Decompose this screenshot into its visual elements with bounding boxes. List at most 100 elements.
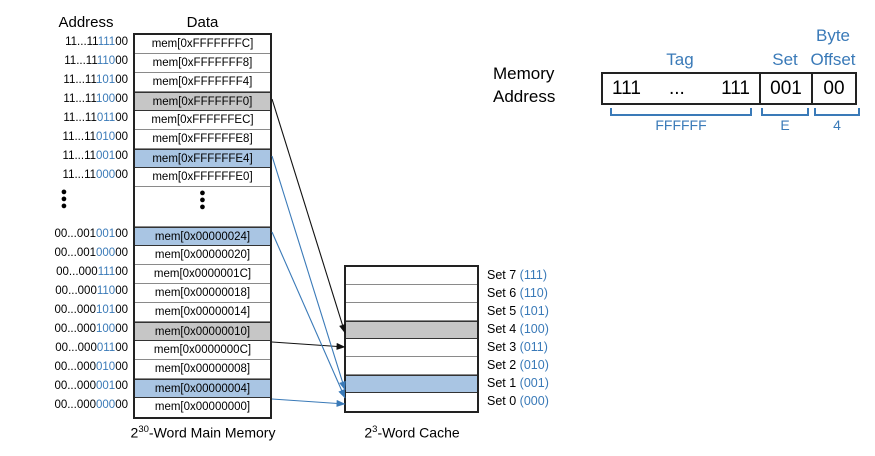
address-offset-bits: 00	[115, 150, 128, 162]
memory-row: mem[0xFFFFFFF8]	[135, 54, 270, 73]
cache-set-row	[346, 285, 477, 303]
set-field: 001	[761, 74, 813, 103]
address-set-bits: 010	[96, 131, 116, 143]
tag-bits-dots: ...	[669, 78, 685, 99]
cache-table	[344, 265, 479, 413]
address-tag-bits: 00...000	[54, 399, 97, 411]
address-offset-bits: 00	[115, 112, 128, 124]
memory-row: mem[0x00000000]	[135, 398, 270, 417]
address-tag-bits: 00...000	[56, 266, 98, 278]
address-set-bits: 100	[96, 323, 116, 335]
memory-row: mem[0xFFFFFFF4]	[135, 73, 270, 92]
memory-row: mem[0xFFFFFFFC]	[135, 35, 270, 54]
cache-caption: 23-Word Cache	[336, 424, 488, 441]
cache-caption-rest: -Word Cache	[377, 424, 460, 441]
memory-row: mem[0x00000024]	[135, 227, 270, 246]
memory-row: mem[0xFFFFFFE8]	[135, 130, 270, 149]
address-set-bits: 011	[96, 112, 116, 124]
memory-address-label-line1: Memory	[493, 64, 555, 83]
address-set-bits: 100	[96, 93, 116, 105]
memory-row: mem[0xFFFFFFE4]	[135, 149, 270, 168]
cache-set-name: Set 7	[487, 268, 520, 282]
address-label: 00...00000000	[0, 396, 128, 415]
address-offset-bits: 00	[115, 304, 128, 316]
address-label: 11...1111000	[0, 52, 128, 71]
address-label: 11...1100000	[0, 166, 128, 185]
brace-tag-high-label: FFFFFF	[655, 117, 707, 133]
cache-set-label: Set 7 (111)	[487, 267, 547, 285]
brace-tag-low-label: E	[780, 117, 790, 133]
cache-set-label: Set 5 (101)	[487, 303, 549, 321]
cache-set-bits: (000)	[519, 394, 549, 408]
cache-set-name: Set 1	[487, 376, 520, 390]
memory-row: mem[0x00000020]	[135, 246, 270, 265]
address-offset-bits: 00	[115, 169, 128, 181]
address-offset-bits: 00	[115, 323, 128, 335]
address-set-bits: 111	[97, 36, 116, 48]
address-tag-bits: 00...000	[54, 361, 97, 373]
address-label: 00...00001100	[0, 339, 128, 358]
cache-set-row	[346, 339, 477, 357]
address-label: 11...1111100	[0, 33, 128, 52]
address-offset-bits: 00	[115, 266, 128, 278]
arrow-mem00000024-to-set1	[271, 231, 346, 399]
cache-set-name: Set 4	[487, 322, 520, 336]
brace-set-offset	[814, 108, 860, 116]
cache-set-row	[346, 321, 477, 339]
memory-row: mem[0xFFFFFFF0]	[135, 92, 270, 111]
address-label: 11...1110000	[0, 90, 128, 109]
data-column-header: Data	[186, 14, 219, 31]
address-label: 00...00100100	[0, 225, 128, 244]
cache-set-bits: (001)	[519, 376, 549, 390]
cache-caption-exponent: 3	[372, 424, 378, 435]
address-set-bits: 110	[96, 55, 116, 67]
brace-tag-high	[610, 108, 752, 116]
tag-field-name: Tag	[666, 50, 694, 69]
brace-tag-low	[761, 108, 809, 116]
address-offset-bits: 00	[115, 228, 128, 240]
address-tag-bits: 00...001	[54, 228, 97, 240]
address-offset-bits: 00	[115, 399, 128, 411]
address-label: 00...00010000	[0, 320, 128, 339]
cache-set-name: Set 6	[487, 286, 520, 300]
memory-row: mem[0x0000001C]	[135, 265, 270, 284]
cache-set-name: Set 5	[487, 304, 520, 318]
address-tag-bits: 00...001	[54, 247, 97, 259]
address-tag-bits: 11...11	[62, 169, 97, 181]
address-set-bits: 000	[96, 169, 116, 181]
cache-set-name: Set 0	[487, 394, 520, 408]
address-offset-bits: 00	[115, 74, 128, 86]
arrow-mem00000004-to-set1	[271, 398, 346, 407]
address-tag-bits: 11...11	[63, 112, 97, 124]
address-tag-bits: 11...11	[62, 131, 97, 143]
tag-field: 111 ... 111	[603, 74, 761, 103]
cache-set-row	[346, 267, 477, 285]
address-ellipsis: ●●●	[0, 185, 128, 225]
cache-set-row	[346, 303, 477, 321]
address-set-bits: 000	[96, 247, 116, 259]
address-label: 00...00010100	[0, 301, 128, 320]
address-tag-bits: 00...000	[54, 323, 97, 335]
address-set-bits: 110	[96, 285, 116, 297]
address-offset-bits: 00	[115, 93, 128, 105]
address-label: 00...00100000	[0, 244, 128, 263]
memory-address-field-box: 111 ... 111 001 00	[601, 72, 857, 105]
address-set-bits: 000	[96, 399, 116, 411]
memory-ellipsis-row: ●●●	[135, 187, 270, 227]
brace-set-offset-label: 4	[833, 117, 841, 133]
address-offset-bits: 00	[115, 131, 128, 143]
tag-bits-right: 111	[721, 78, 750, 99]
cache-set-label: Set 1 (001)	[487, 375, 549, 393]
cache-set-row	[346, 375, 477, 393]
address-tag-bits: 11...11	[64, 55, 97, 67]
cache-set-label: Set 4 (100)	[487, 321, 549, 339]
memory-row: mem[0x00000014]	[135, 303, 270, 322]
memory-row: mem[0x00000010]	[135, 322, 270, 341]
cache-set-bits: (101)	[519, 304, 549, 318]
cache-set-row	[346, 357, 477, 375]
cache-set-label: Set 6 (110)	[487, 285, 548, 303]
memory-address-label-line2: Address	[493, 87, 556, 106]
byte-offset-field: 00	[823, 78, 845, 99]
memory-row: mem[0x0000000C]	[135, 341, 270, 360]
arrow-memFFFFFFE4-to-set1	[271, 155, 346, 391]
